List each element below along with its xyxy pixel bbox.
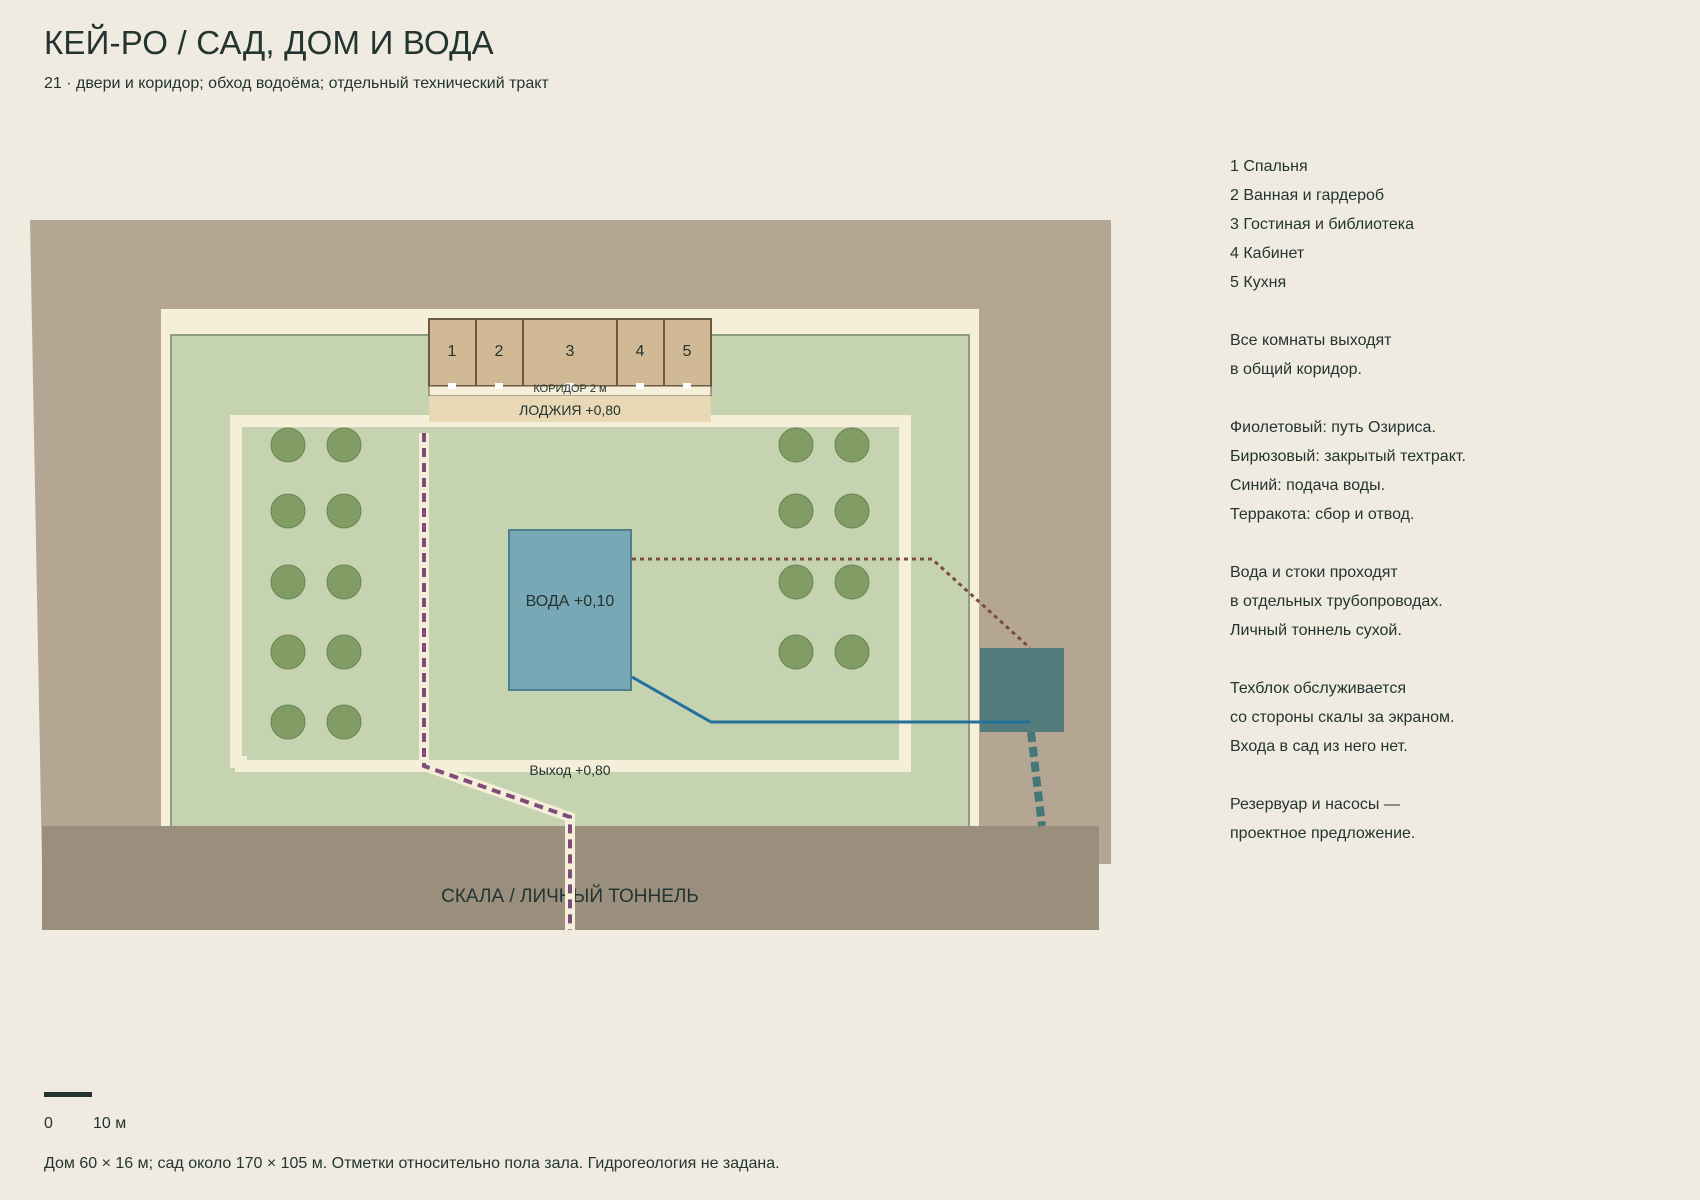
tree [270, 493, 306, 529]
tree [834, 427, 870, 463]
tree [326, 704, 362, 740]
water-pond [508, 529, 632, 691]
footnote: Дом 60 × 16 м; сад около 170 × 105 м. От… [44, 1155, 780, 1172]
inner-path-frame [230, 415, 911, 772]
scale-bar [44, 1092, 92, 1097]
legend-line: 5 Кухня [1230, 274, 1287, 291]
drainage-line [632, 557, 1032, 650]
tree [326, 493, 362, 529]
legend-reservoir-note: Резервуар и насосы — проектное предложен… [1230, 790, 1466, 848]
legend-line: Синий: подача воды. [1230, 477, 1386, 494]
osiris-path [422, 433, 572, 930]
room-number-2: 2 [495, 343, 504, 360]
legend-line: в общий коридор. [1230, 361, 1362, 378]
legend-line: в отдельных трубопроводах. [1230, 593, 1443, 610]
legend-line: 4 Кабинет [1230, 245, 1305, 262]
legend-water-note: Вода и стоки проходят в отдельных трубоп… [1230, 558, 1466, 645]
tree [270, 564, 306, 600]
legend-line: 1 Спальня [1230, 158, 1308, 175]
legend-line: Вода и стоки проходят [1230, 564, 1398, 581]
tree [834, 493, 870, 529]
tree [778, 427, 814, 463]
legend-corridor-note: Все комнаты выходят в общий коридор. [1230, 326, 1466, 384]
water-label: ВОДА +0,10 [526, 593, 615, 610]
legend-techblock-note: Техблок обслуживается со стороны скалы з… [1230, 674, 1466, 761]
legend-line: Техблок обслуживается [1230, 680, 1406, 697]
legend: 1 Спальня 2 Ванная и гардероб 3 Гостиная… [1230, 152, 1466, 877]
room-number-5: 5 [683, 343, 692, 360]
exit-label: Выход +0,80 [529, 762, 610, 778]
tech-tract-line [1027, 731, 1046, 827]
page-title: КЕЙ-РО / САД, ДОМ И ВОДА [44, 24, 494, 61]
room-number-4: 4 [636, 343, 645, 360]
tree [326, 427, 362, 463]
tree [834, 634, 870, 670]
legend-line-colors: Фиолетовый: путь Озириса. Бирюзовый: зак… [1230, 413, 1466, 529]
scale-label-zero: 0 [44, 1115, 53, 1132]
tree [834, 564, 870, 600]
tree [270, 704, 306, 740]
house: 1 2 3 4 5 КОРИДОР 2 м ЛОДЖИЯ +0,80 [428, 318, 712, 422]
legend-line: Терракота: сбор и отвод. [1230, 506, 1415, 523]
legend-line: Бирюзовый: закрытый техтракт. [1230, 448, 1466, 465]
legend-line: Личный тоннель сухой. [1230, 622, 1402, 639]
legend-line: Входа в сад из него нет. [1230, 738, 1408, 755]
tree [778, 493, 814, 529]
tree [326, 564, 362, 600]
room-number-3: 3 [566, 343, 575, 360]
legend-line: Фиолетовый: путь Озириса. [1230, 419, 1436, 436]
corridor-label: КОРИДОР 2 м [533, 383, 606, 395]
page-subtitle: 21 · двери и коридор; обход водоёма; отд… [44, 75, 549, 92]
tech-block [980, 648, 1064, 732]
loggia [429, 396, 711, 422]
legend-line: 2 Ванная и гардероб [1230, 187, 1385, 204]
legend-line: проектное предложение. [1230, 825, 1416, 842]
corridor-doors [448, 383, 691, 389]
legend-line: Резервуар и насосы — [1230, 796, 1400, 813]
tree [778, 634, 814, 670]
scale-label-ten: 10 м [93, 1115, 127, 1132]
tree-groves [270, 427, 870, 740]
tree [326, 634, 362, 670]
room-number-1: 1 [448, 343, 457, 360]
legend-rooms: 1 Спальня 2 Ванная и гардероб 3 Гостиная… [1230, 152, 1466, 297]
legend-line: 3 Гостиная и библиотека [1230, 216, 1414, 233]
tree [778, 564, 814, 600]
loggia-label: ЛОДЖИЯ +0,80 [519, 402, 621, 418]
legend-line: Все комнаты выходят [1230, 332, 1392, 349]
legend-line: со стороны скалы за экраном. [1230, 709, 1455, 726]
tree [270, 427, 306, 463]
tree [270, 634, 306, 670]
water-supply-line [631, 675, 1030, 724]
